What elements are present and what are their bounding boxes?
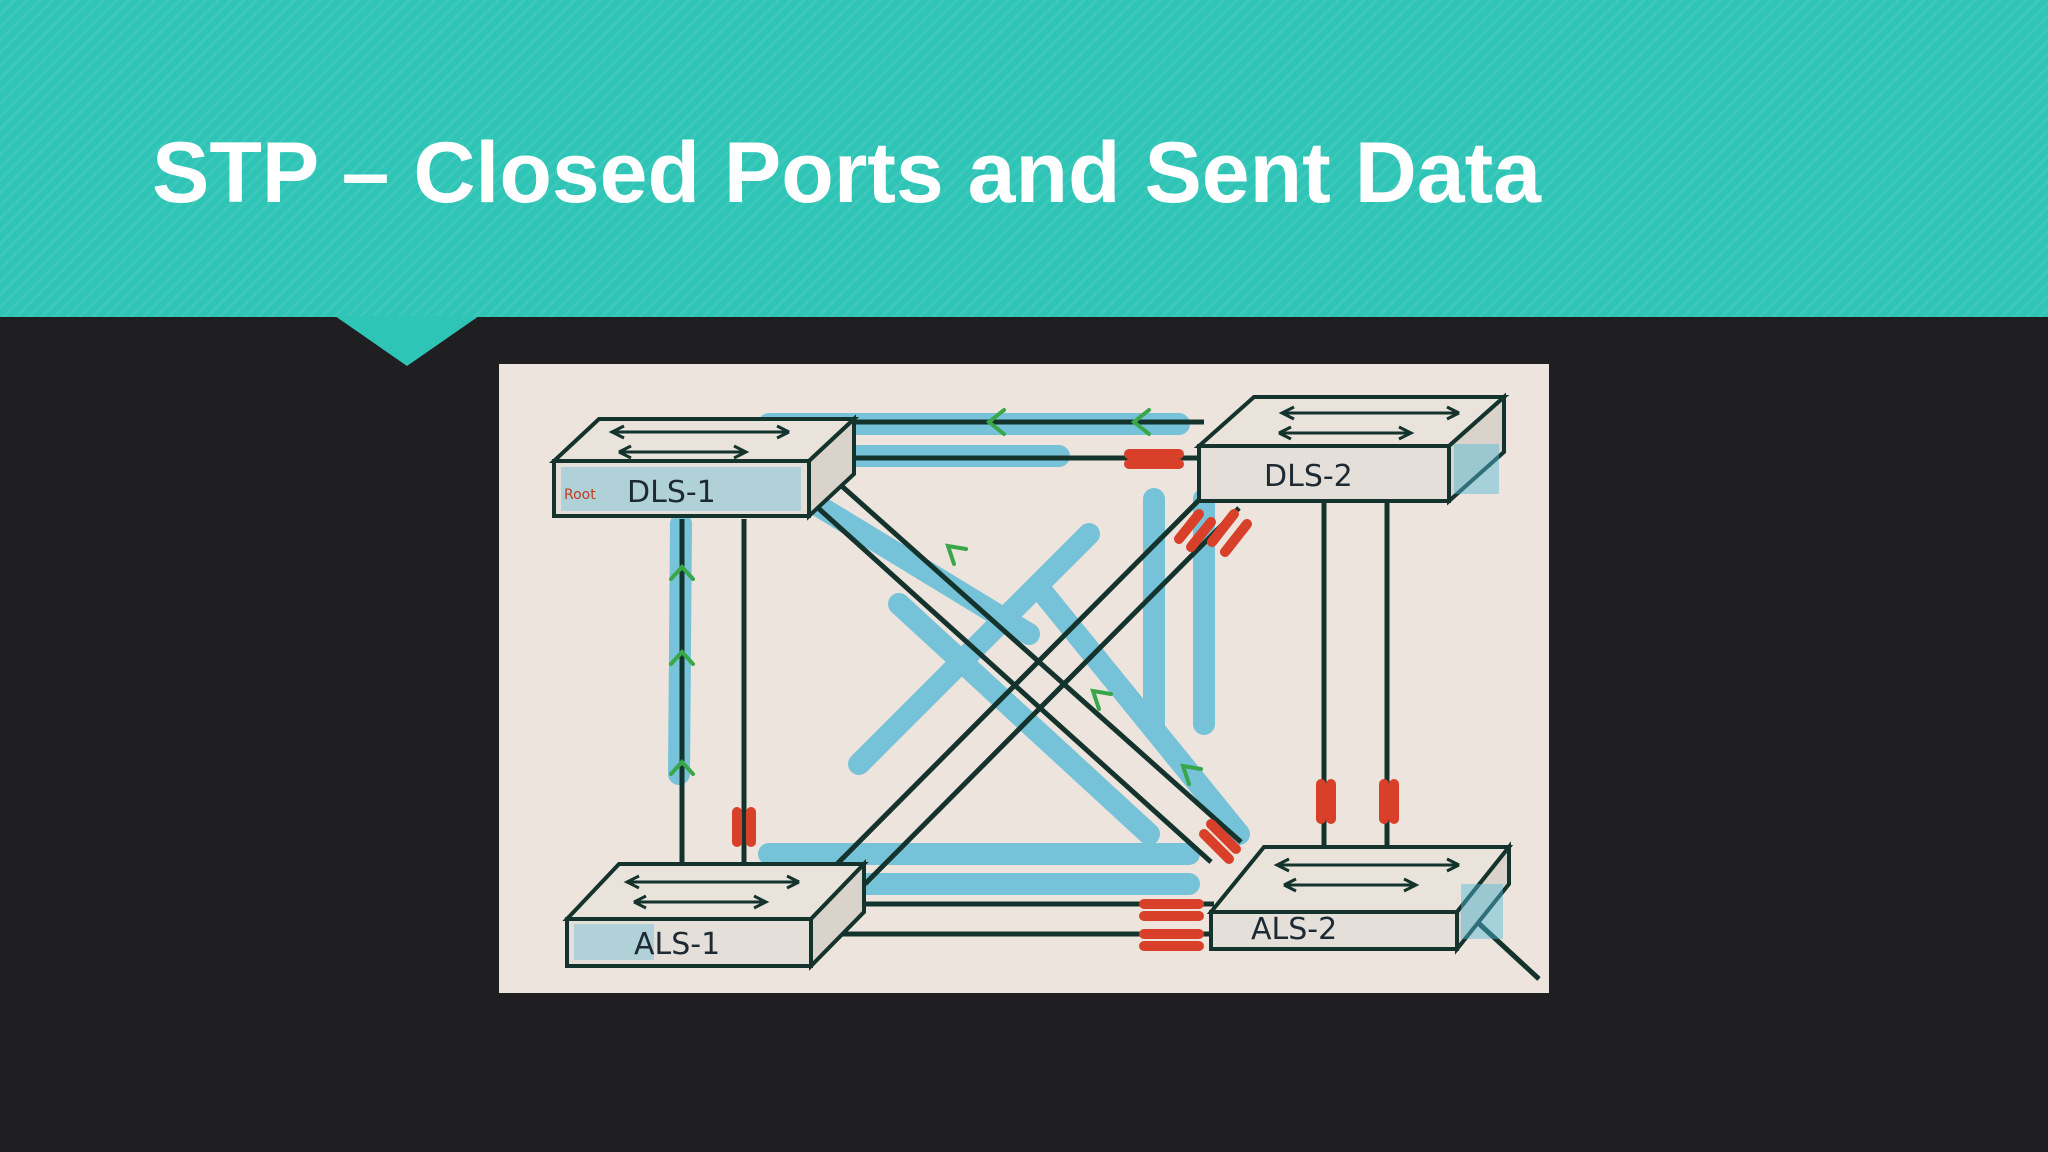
banner-notch [335,316,479,366]
slide-title: STP – Closed Ports and Sent Data [152,125,1542,221]
blocked-port-als1-dls1 [732,807,756,847]
switch-als2: ALS-2 [1206,841,1514,955]
switch-dls1: Root DLS-1 [548,414,860,521]
flow-arrow-left-3 [669,759,695,776]
flow-arrow-top-1 [985,408,1006,436]
flow-arrow-diag-1 [945,543,968,566]
blocked-port-dls2-als2-left [1316,779,1336,824]
data-flow-arrows [669,408,1203,786]
switch-label-dls2: DLS-2 [1264,459,1353,494]
flow-arrow-diag-3 [1180,763,1203,786]
flow-arrow-diag-2 [1090,688,1113,711]
blocked-port-dls2-dls1 [1124,449,1184,469]
stp-diagram: Root DLS-1 DLS-2 ALS-1 [499,364,1549,993]
cable-als2-uplink [1472,917,1541,981]
blocked-port-als2-als1-top [1139,899,1204,921]
blocked-port-als2-als1-bottom [1139,929,1204,951]
switch-label-als1: ALS-1 [634,927,720,962]
cable-dls1-als2-a [815,462,1243,844]
switch-label-dls1: DLS-1 [627,475,716,510]
blocked-port-dls2-cross-a [1174,509,1216,552]
blocked-port-dls2-als2-right [1379,779,1399,824]
flow-arrow-top-2 [1130,408,1151,436]
cable-dls1-als2-b [785,478,1213,864]
diagram-canvas: Root DLS-1 DLS-2 ALS-1 [548,392,1541,981]
switch-label-als2: ALS-2 [1251,912,1337,947]
flow-arrow-left-2 [669,649,695,666]
switch-dls2: DLS-2 [1193,392,1510,506]
flow-arrow-left-1 [669,564,695,581]
cable-dls2-als1-b [863,506,1241,886]
root-mark: Root [564,487,596,503]
title-banner [0,0,2048,317]
blocked-port-als2-cross [1199,819,1241,864]
blocked-port-dls2-cross-b [1207,509,1252,557]
cable-dls2-als1-a [835,486,1213,866]
blocked-ports [732,449,1399,951]
switch-als1: ALS-1 [562,859,869,971]
